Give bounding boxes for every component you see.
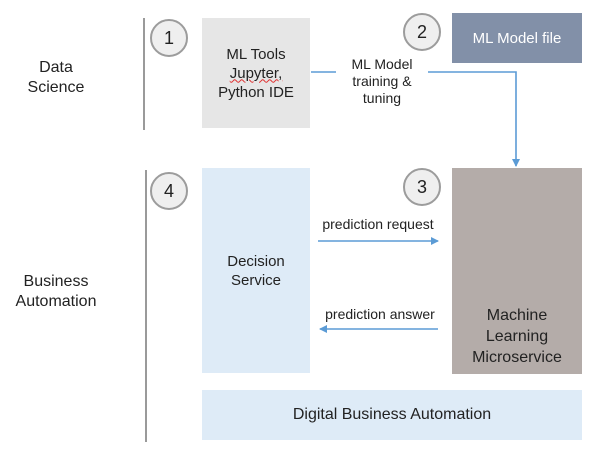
decision-service-line2: Service (230, 271, 282, 289)
digital-business-automation-box: Digital Business Automation (202, 390, 582, 440)
section-label-business-automation: Business Automation (8, 272, 104, 312)
ml-tools-line3: Python IDE (218, 83, 294, 101)
ml-model-file-box: ML Model file (452, 13, 582, 63)
section-label-data-science: Data Science (14, 58, 98, 98)
prediction-answer-label: prediction answer (325, 306, 435, 322)
training-label-line1: ML Model (351, 56, 413, 72)
section-label-business-automation-text: Business Automation (15, 273, 97, 310)
prediction-request-label: prediction request (322, 216, 434, 232)
ml-model-file-label: ML Model file (472, 29, 562, 47)
microservice-line1: Machine (486, 307, 548, 324)
step-badge-1: 1 (150, 19, 188, 57)
digital-business-automation-label: Digital Business Automation (292, 406, 492, 423)
step-badge-4: 4 (150, 172, 188, 210)
microservice-line3: Microservice (472, 349, 562, 366)
section-label-data-science-line1: Data Science (27, 59, 85, 96)
decision-service-line1: Decision (227, 252, 285, 270)
training-label-line2: training & (352, 73, 412, 89)
microservice-line2: Learning (485, 328, 549, 345)
step-badge-2: 2 (403, 13, 441, 51)
training-label-line3: tuning (362, 90, 402, 106)
data-science-divider (143, 18, 145, 130)
ml-tools-line1: ML Tools (226, 45, 286, 63)
training-arrow-label: ML Model training & tuning (336, 56, 428, 107)
step-badge-3: 3 (403, 168, 441, 206)
ml-microservice-box: Machine Learning Microservice (452, 168, 582, 374)
ml-tools-line2: Jupyter, (229, 64, 283, 82)
business-automation-divider (145, 170, 147, 442)
ml-tools-box: ML Tools Jupyter, Python IDE (202, 18, 310, 128)
decision-service-box: Decision Service (202, 168, 310, 373)
